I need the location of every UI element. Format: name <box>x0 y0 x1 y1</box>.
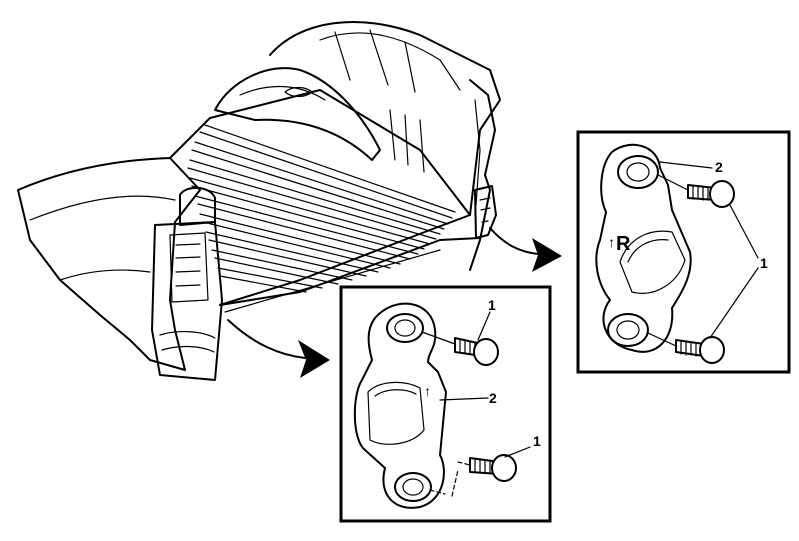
bolt-top <box>421 331 499 366</box>
callout-arrow-left <box>227 319 330 378</box>
side-mark-r: R <box>616 233 631 255</box>
left-inset-detail: 1 2 1 ↑ <box>339 285 552 523</box>
label-bolt-top: 1 <box>488 297 496 313</box>
truck-bed <box>17 21 501 381</box>
direction-mark-right: ↑ <box>608 234 615 250</box>
right-inset-detail: 2 1 ↑ R <box>576 130 791 374</box>
label-bolt-bottom: 1 <box>533 433 541 449</box>
label-bracket: 2 <box>489 390 497 406</box>
bolt-bottom <box>429 454 517 497</box>
bolt-bottom-right <box>647 332 725 364</box>
direction-mark: ↑ <box>424 383 431 399</box>
callout-arrow-right <box>489 227 562 272</box>
bolt-top-right <box>657 174 735 208</box>
label-bracket-right: 2 <box>715 159 723 175</box>
label-bolts-right: 1 <box>760 255 768 271</box>
